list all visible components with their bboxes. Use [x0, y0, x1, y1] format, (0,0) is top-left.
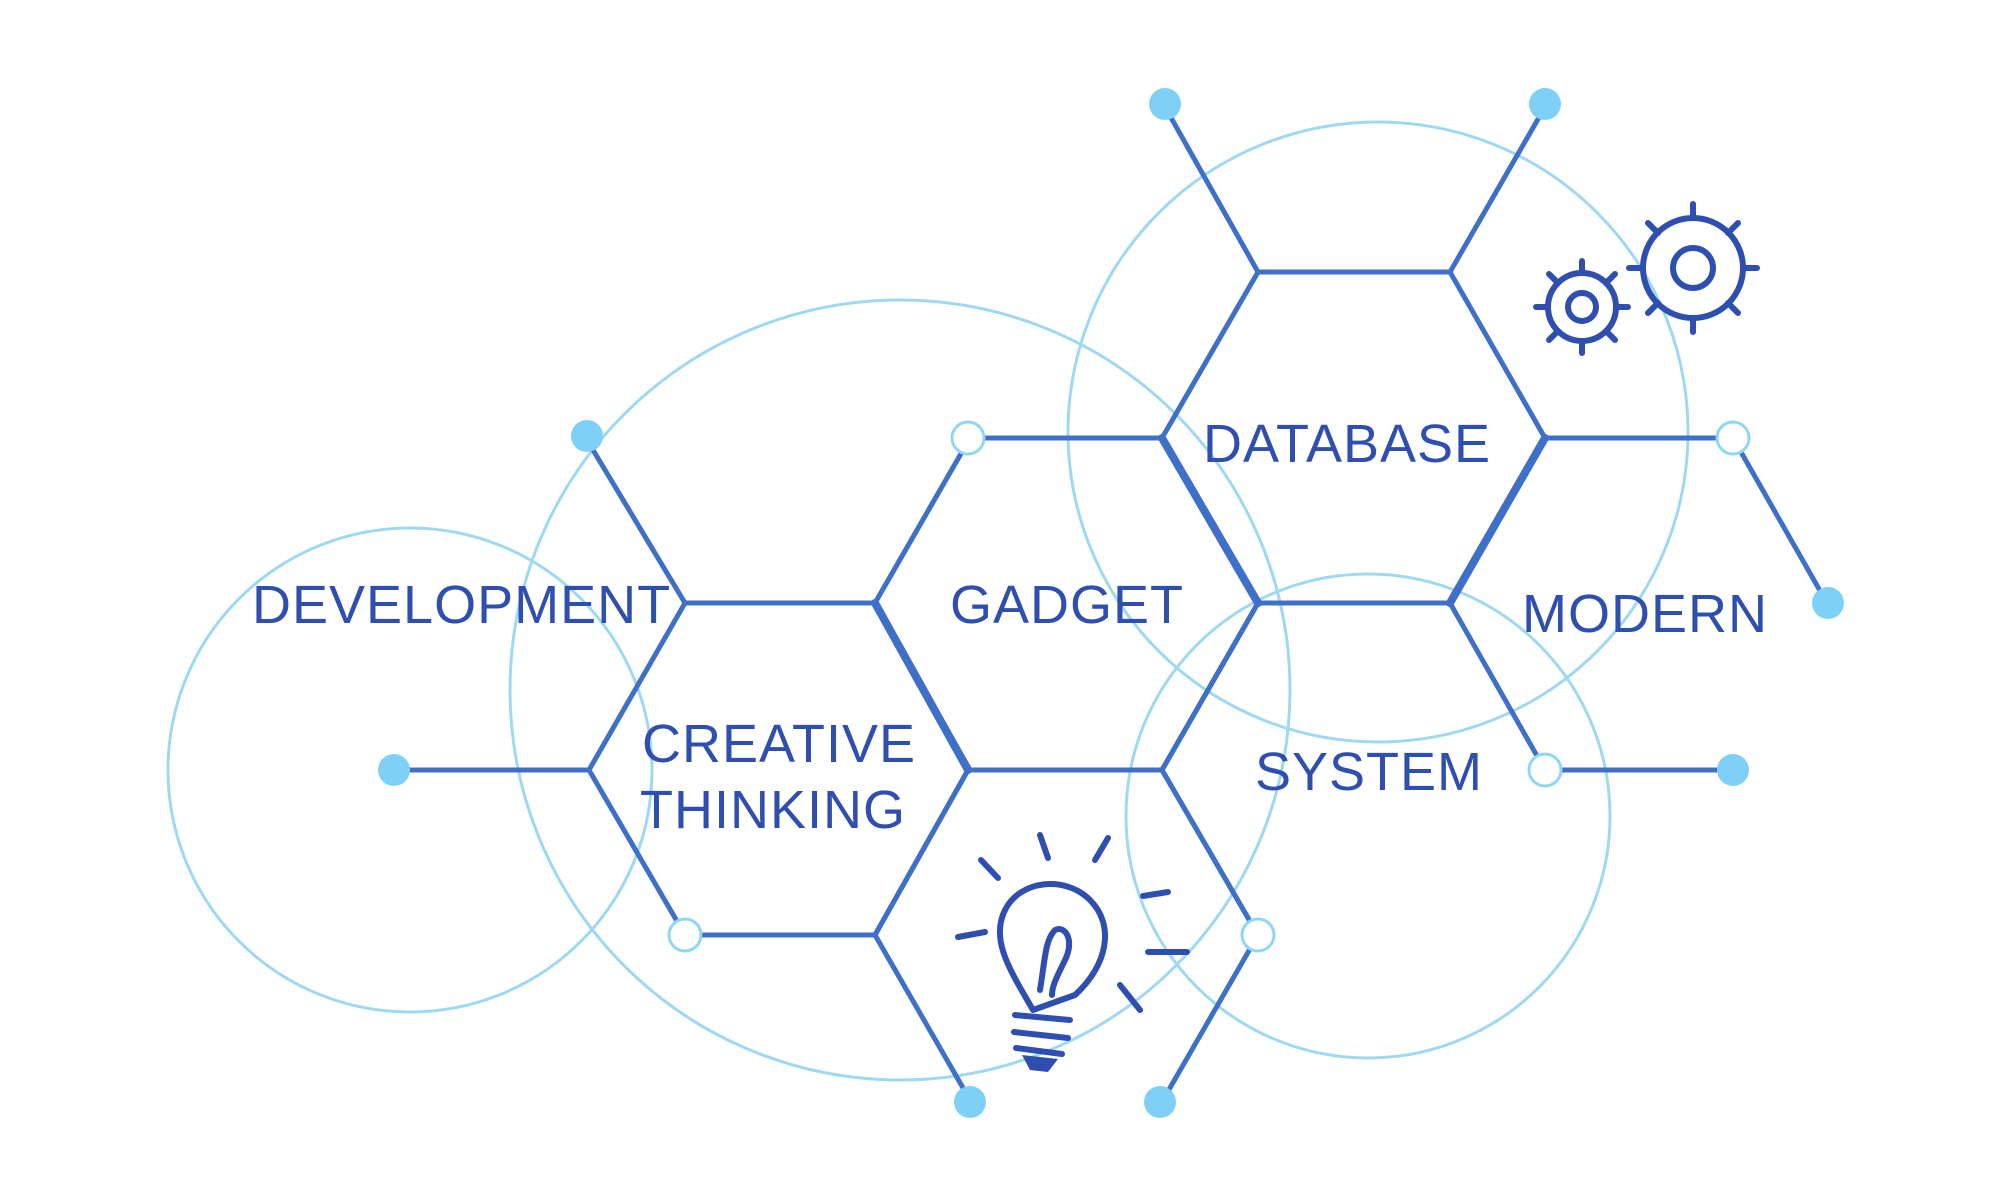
label-system: SYSTEM: [1255, 742, 1483, 802]
node-filled: [1529, 88, 1561, 120]
background-circle: [166, 526, 654, 1014]
gear-small-teeth: [1533, 258, 1631, 356]
node-filled: [571, 420, 603, 452]
gear-large-hole: [1670, 245, 1716, 291]
labels: DEVELOPMENT CREATIVE THINKING GADGET DAT…: [252, 414, 1768, 840]
gear-large-teeth: [1626, 201, 1760, 335]
node-open: [667, 917, 703, 953]
lightbulb-filament: [1037, 926, 1073, 998]
node-filled: [378, 754, 410, 786]
label-development: DEVELOPMENT: [252, 575, 671, 635]
label-database: DATABASE: [1203, 414, 1491, 474]
lightbulb-rays: [955, 832, 1190, 1013]
lightbulb-icon: [955, 832, 1190, 1072]
label-modern: MODERN: [1522, 584, 1768, 644]
label-creative: CREATIVE: [642, 714, 916, 774]
lightbulb-base: [1011, 1012, 1073, 1057]
background-circle: [1124, 572, 1612, 1060]
node-open: [950, 420, 986, 456]
gear-small-hole: [1565, 290, 1599, 324]
node-filled: [1812, 587, 1844, 619]
node-filled: [954, 1086, 986, 1118]
hexagon-accent: [871, 434, 1549, 774]
background-circle: [508, 298, 1292, 1082]
node-open: [1240, 917, 1276, 953]
lightbulb-tip: [1022, 1055, 1058, 1072]
background-circles: [166, 120, 1690, 1082]
node-filled: [1144, 1086, 1176, 1118]
label-gadget: GADGET: [950, 575, 1184, 635]
nodes: [378, 88, 1844, 1118]
node-open: [1715, 420, 1751, 456]
lightbulb-glass: [996, 881, 1108, 1013]
label-thinking: THINKING: [640, 780, 906, 840]
node-open: [1527, 752, 1563, 788]
hexagon-lightbulb: [872, 767, 1261, 938]
gears-icon: [1533, 201, 1760, 356]
background-circle: [1066, 120, 1690, 744]
node-filled: [1717, 754, 1749, 786]
node-filled: [1149, 88, 1181, 120]
